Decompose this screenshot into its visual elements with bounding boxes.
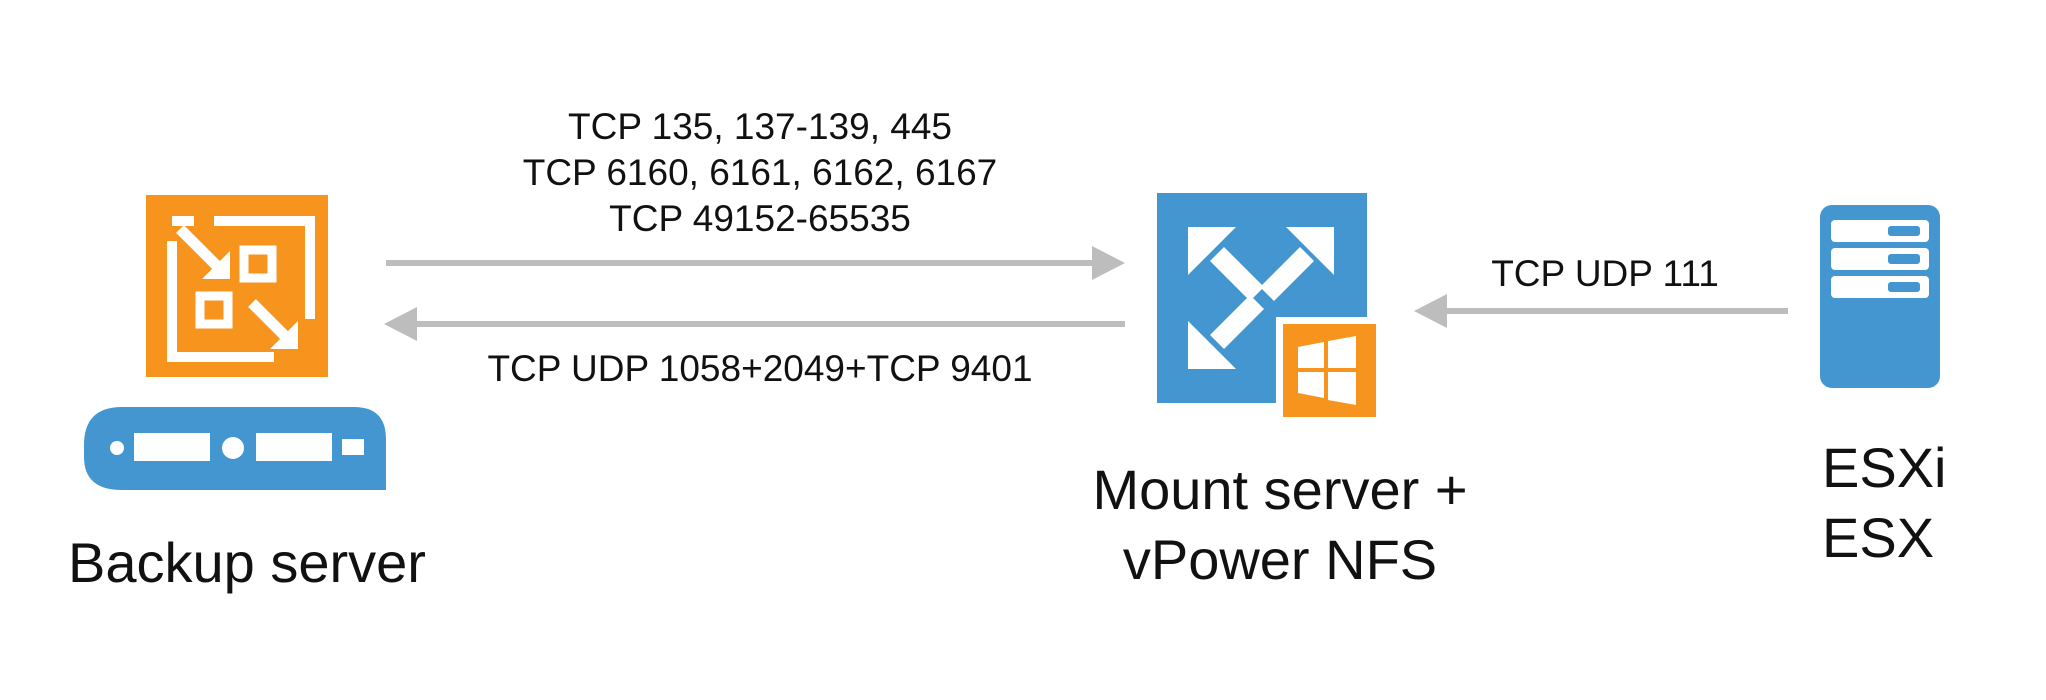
esx-label: ESXi ESX — [1822, 433, 1947, 573]
port-label-line-2: TCP 6160, 6161, 6162, 6167 — [522, 152, 998, 193]
arrow-esx-to-mount — [1414, 294, 1788, 328]
esx-host-icon — [1820, 205, 1940, 388]
link-backup-to-mount-label: TCP 135, 137-139, 445 TCP 6160, 6161, 61… — [460, 104, 1060, 242]
arrow-mount-to-backup — [384, 307, 1125, 341]
mount-server-label-line-1: Mount server + — [1092, 458, 1468, 521]
esx-label-line-1: ESXi — [1822, 436, 1947, 499]
link-esx-to-mount-label: TCP UDP 111 — [1491, 253, 1719, 294]
windows-logo-icon — [1276, 317, 1376, 417]
port-label-line-1: TCP 135, 137-139, 445 — [568, 106, 952, 147]
arrow-backup-to-mount — [386, 246, 1125, 280]
mount-server-label: Mount server + vPower NFS — [1040, 455, 1520, 595]
backup-server-label: Backup server — [68, 531, 426, 594]
veeam-backup-server-icon — [84, 195, 386, 490]
port-label-line-3: TCP 49152-65535 — [609, 198, 911, 239]
esx-label-line-2: ESX — [1822, 506, 1935, 569]
link-mount-to-backup-label: TCP UDP 1058+2049+TCP 9401 — [487, 348, 1033, 389]
mount-server-icon — [1157, 193, 1367, 403]
mount-server-label-line-2: vPower NFS — [1122, 528, 1438, 591]
